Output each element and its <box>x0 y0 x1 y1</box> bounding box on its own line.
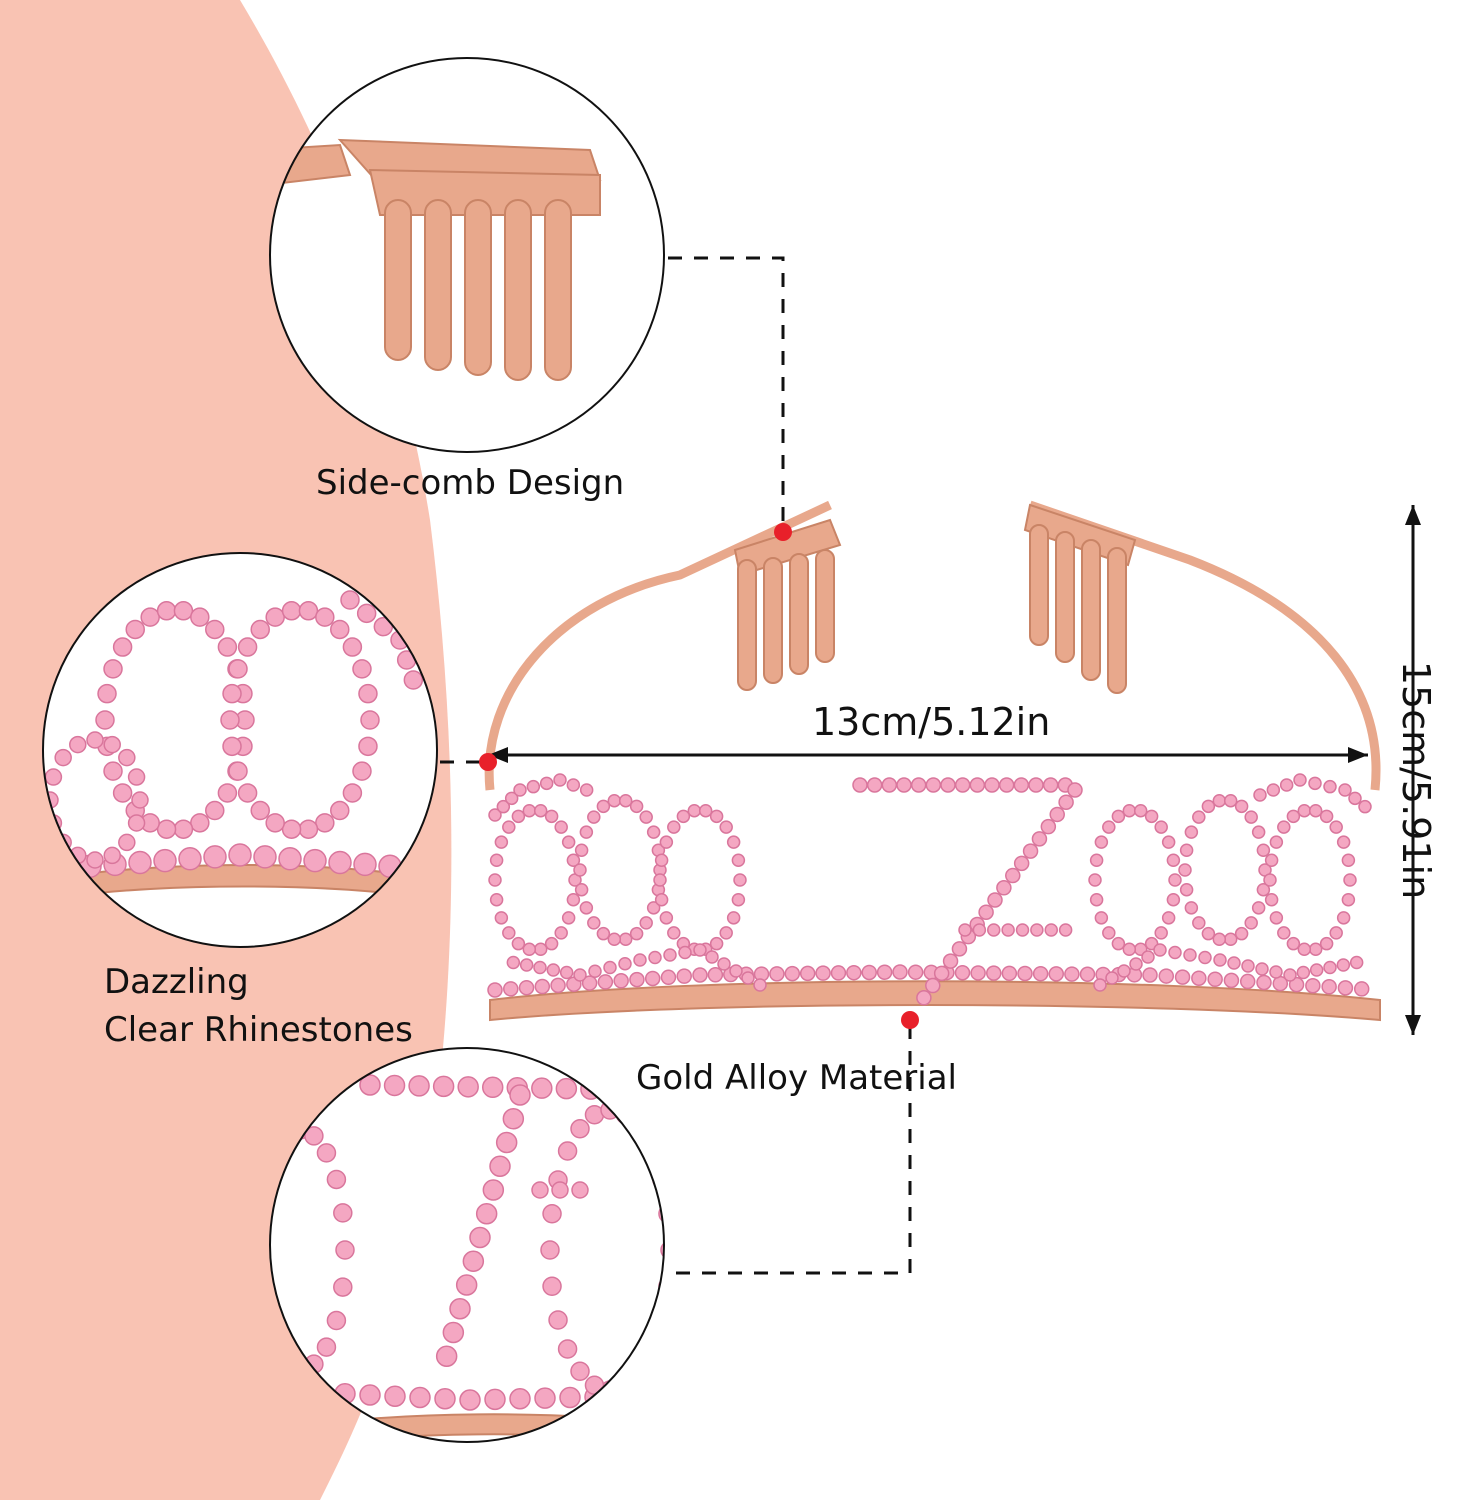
comb-marker-dot <box>774 523 792 541</box>
alloy-label: Gold Alloy Material <box>636 1058 957 1098</box>
tiara-right-comb <box>1023 503 1137 694</box>
height-dimension-label: 15cm/5.91in <box>1394 660 1438 900</box>
rhinestones-label: Dazzling Clear Rhinestones <box>104 958 413 1054</box>
width-dimension-line <box>488 747 1368 763</box>
tiara-left-comb <box>733 518 842 691</box>
height-dimension-line <box>1405 505 1421 1035</box>
rhinestones-label-line1: Dazzling <box>104 962 249 1002</box>
side-comb-detail-circle <box>269 57 665 453</box>
alloy-marker-dot <box>901 1011 919 1029</box>
leader-lines <box>440 256 912 1275</box>
side-comb-label: Side-comb Design <box>316 463 625 503</box>
width-dimension-label: 13cm/5.12in <box>812 700 1051 744</box>
tiara-headband <box>484 500 1381 791</box>
tiara-crown <box>487 773 1381 1022</box>
rhinestones-detail-circle <box>42 552 438 948</box>
rhinestone-marker-dot <box>479 753 497 771</box>
rhinestones-label-line2: Clear Rhinestones <box>104 1010 413 1050</box>
